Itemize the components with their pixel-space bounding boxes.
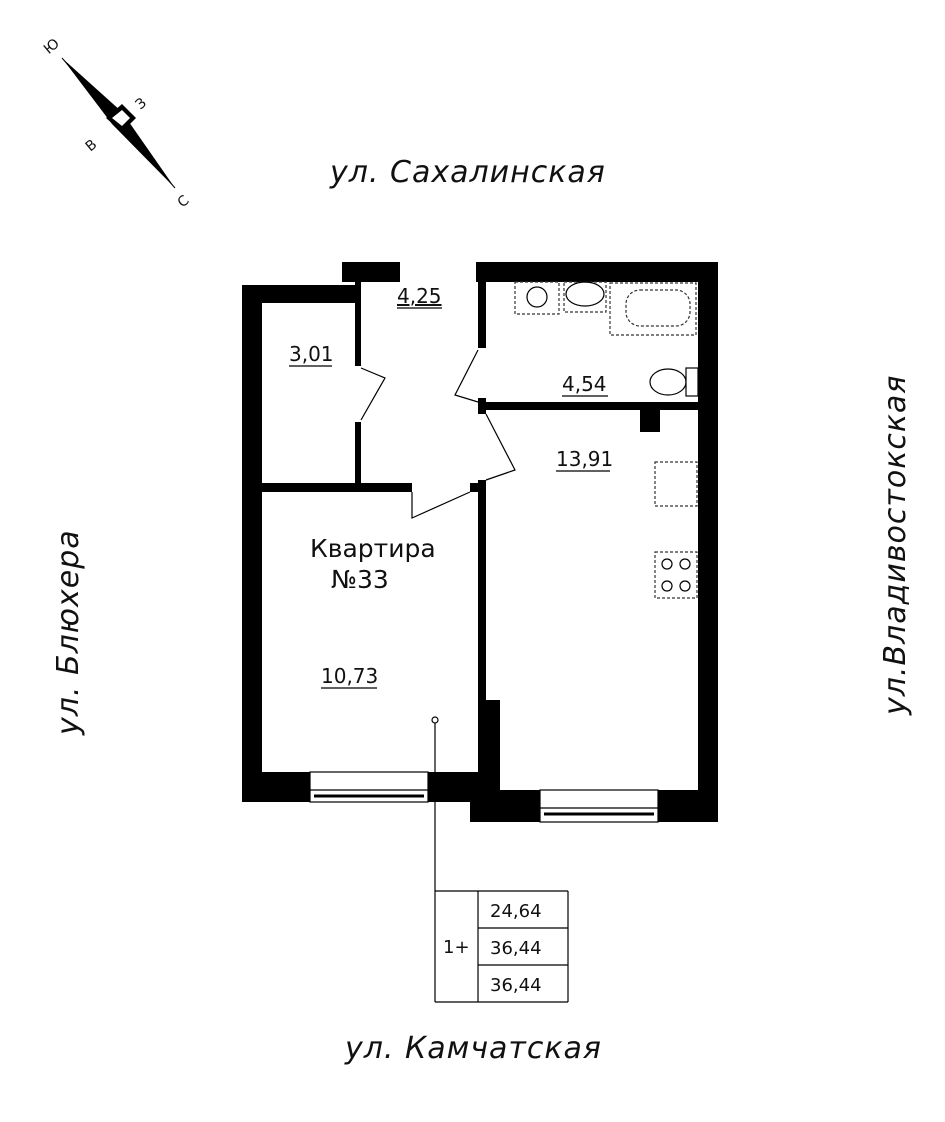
area-hall: 4,25 <box>397 284 442 308</box>
compass-north-label: С <box>175 192 193 211</box>
bathtub-icon <box>609 282 697 336</box>
compass-west-label: З <box>133 95 150 113</box>
window-bedroom <box>309 771 429 803</box>
summary-rooms: 1+ <box>443 937 470 958</box>
area-kitchen: 13,91 <box>556 447 613 471</box>
street-right: ул.Владивостокская <box>878 375 913 716</box>
compass-rose: Ю З В С <box>41 36 193 211</box>
kitchen-sink-icon <box>654 461 698 507</box>
compass-south-label: Ю <box>41 36 63 58</box>
window-kitchen <box>539 789 659 823</box>
sink-icon <box>563 281 607 313</box>
washing-machine-icon <box>514 281 560 315</box>
area-storage: 3,01 <box>289 342 334 366</box>
summary-total-area: 36,44 <box>490 938 542 959</box>
street-left: ул. Блюхера <box>51 529 86 736</box>
stove-icon <box>654 551 698 599</box>
summary-living-area: 24,64 <box>490 901 542 922</box>
summary-table: 1+ 24,64 36,44 36,44 <box>435 890 569 1003</box>
apartment-label: Квартира <box>310 534 436 563</box>
area-bathroom: 4,54 <box>562 372 607 396</box>
toilet-icon <box>649 367 699 397</box>
street-top: ул. Сахалинская <box>329 155 606 190</box>
compass-east-label: В <box>83 137 101 155</box>
apartment-number: №33 <box>331 565 389 594</box>
summary-total-area-with-balcony: 36,44 <box>490 975 542 996</box>
walls <box>242 262 718 822</box>
area-bedroom: 10,73 <box>321 664 378 688</box>
doors <box>360 349 516 519</box>
street-bottom: ул. Камчатская <box>344 1031 602 1066</box>
